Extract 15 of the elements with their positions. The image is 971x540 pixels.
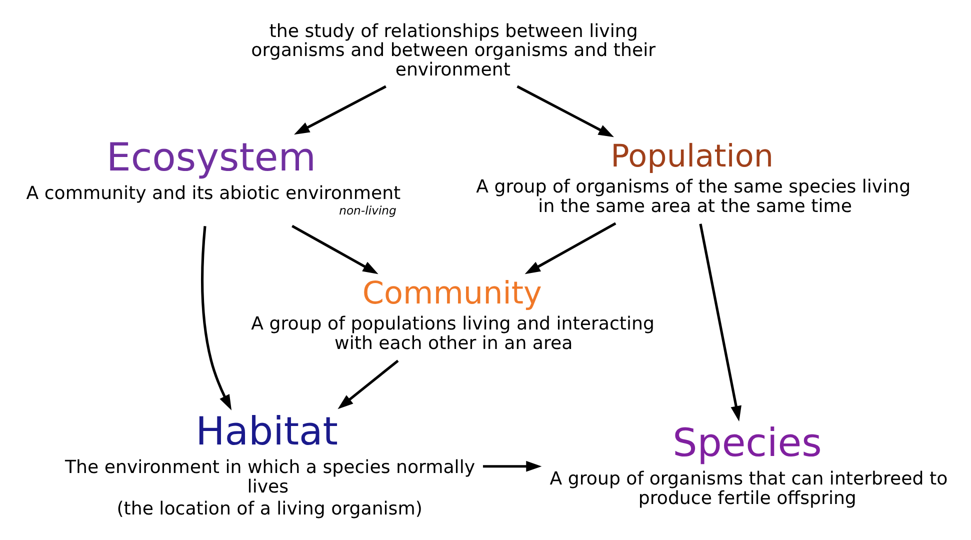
- node-text: Habitat The environment in which a species normally lives (the location of a living organism): [65, 408, 476, 519]
- arrow: [516, 84, 614, 137]
- node-text: Population A group of organisms of the same species living in the same area at the same time: [476, 138, 911, 216]
- arrow: [292, 224, 378, 274]
- arrow: [482, 460, 542, 472]
- node-text: Community A group of populations living and interacting with each other in an area: [251, 275, 654, 354]
- node-text: Species A group of organisms that can interbreed to produce fertile offspring: [550, 420, 948, 509]
- node-label: non-living: [339, 203, 396, 218]
- node-text: the study of relationships between living organisms and between organisms and their environment: [251, 20, 656, 80]
- arrow: [294, 84, 386, 134]
- arrow: [524, 222, 616, 274]
- arrow: [699, 223, 742, 421]
- node-text: Ecosystem A community and its abiotic environment: [26, 134, 401, 204]
- arrow: [201, 225, 232, 410]
- arrow: [338, 359, 399, 409]
